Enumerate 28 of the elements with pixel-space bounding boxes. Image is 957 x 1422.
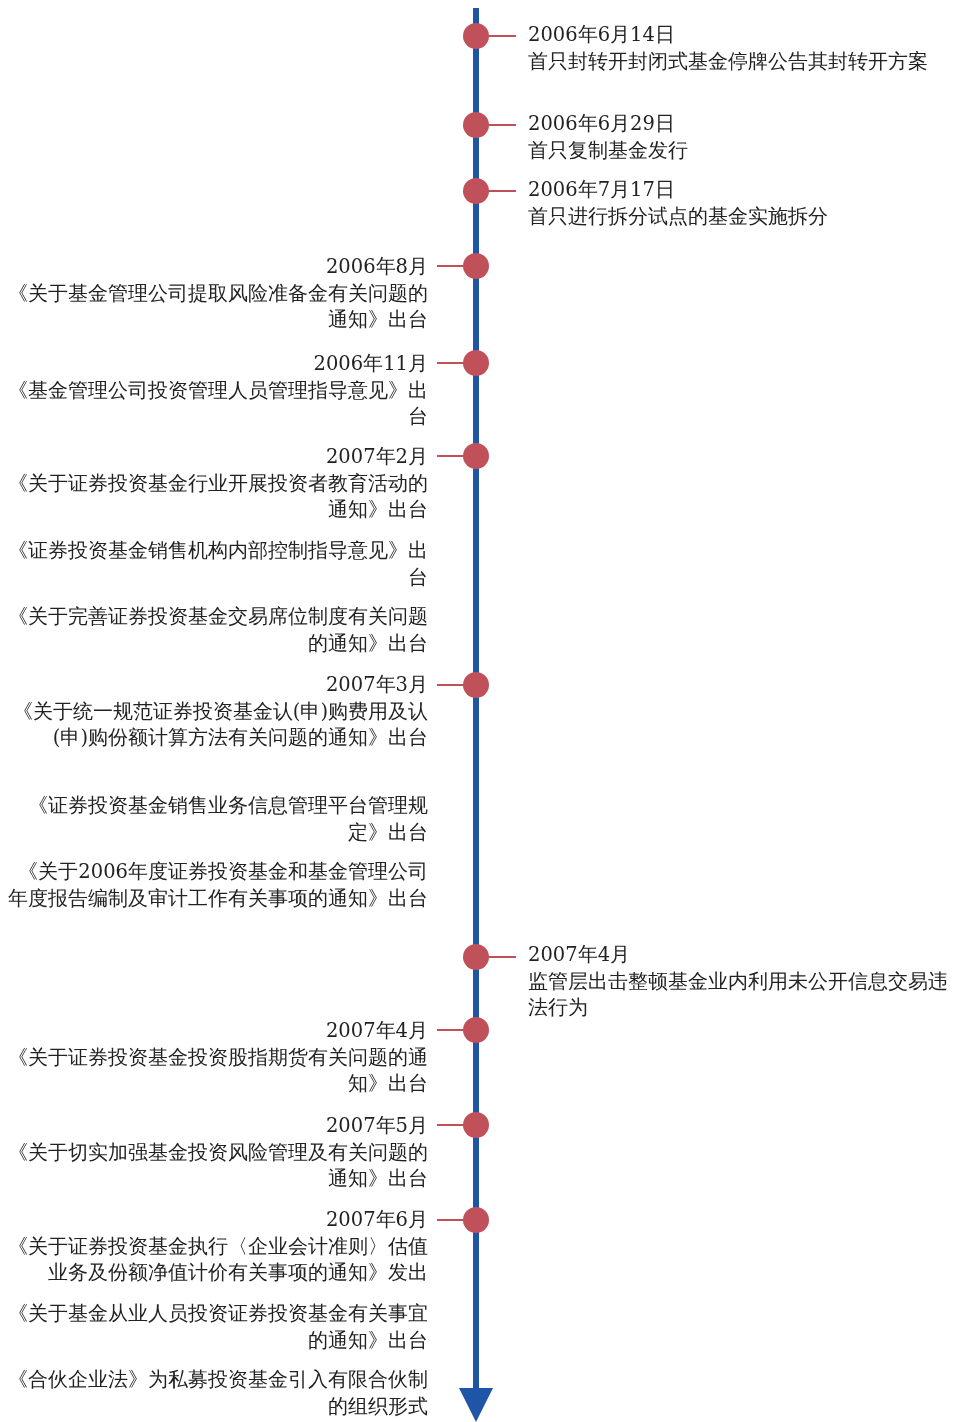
date-label: 2006年6月14日 xyxy=(528,22,676,48)
event-text: 首只封转开封闭式基金停牌公告其封转开方案 xyxy=(528,48,929,75)
date-label: 2007年2月 xyxy=(324,444,428,470)
event-text: 《证券投资基金销售机构内部控制指导意见》出台 xyxy=(7,538,428,591)
event-text: 《证券投资基金销售业务信息管理平台管理规定》出台 xyxy=(27,793,428,846)
date-label: 2006年8月 xyxy=(324,254,428,280)
event-text: 《合伙企业法》为私募投资基金引入有限合伙制的组织形式 xyxy=(7,1367,428,1420)
event-text: 《关于2006年度证券投资基金和基金管理公司年度报告编制及审计工作有关事项的通知》出台 xyxy=(7,859,428,912)
date-label: 2007年3月 xyxy=(324,672,428,698)
event-text: 《基金管理公司投资管理人员管理指导意见》出台 xyxy=(7,377,428,430)
date-label: 2007年6月 xyxy=(324,1207,428,1233)
event-text: 《关于基金从业人员投资证券投资基金有关事宜的通知》出台 xyxy=(7,1301,428,1354)
date-label: 2007年5月 xyxy=(324,1113,428,1139)
date-label: 2006年11月 xyxy=(312,351,428,377)
event-text: 《关于完善证券投资基金交易席位制度有关问题的通知》出台 xyxy=(7,604,428,657)
event-text: 首只复制基金发行 xyxy=(528,137,689,164)
event-text: 监管层出击整顿基金业内利用未公开信息交易违法行为 xyxy=(528,968,949,1021)
event-text: 《关于证券投资基金执行〈企业会计准则〉估值业务及份额净值计价有关事项的通知》发出 xyxy=(7,1233,428,1286)
event-text: 首只进行拆分试点的基金实施拆分 xyxy=(528,203,829,230)
event-text: 《关于统一规范证券投资基金认(申)购费用及认(申)购份额计算方法有关问题的通知》出台 xyxy=(11,698,428,751)
date-label: 2006年6月29日 xyxy=(528,111,676,137)
event-text: 《关于基金管理公司提取风险准备金有关问题的通知》出台 xyxy=(7,280,428,333)
date-label: 2007年4月 xyxy=(324,1018,428,1044)
event-text: 《关于证券投资基金投资股指期货有关问题的通知》出台 xyxy=(7,1044,428,1097)
date-label: 2006年7月17日 xyxy=(528,177,676,203)
event-text: 《关于切实加强基金投资风险管理及有关问题的通知》出台 xyxy=(7,1139,428,1192)
event-text: 《关于证券投资基金行业开展投资者教育活动的通知》出台 xyxy=(7,470,428,523)
date-label: 2007年4月 xyxy=(528,942,632,968)
